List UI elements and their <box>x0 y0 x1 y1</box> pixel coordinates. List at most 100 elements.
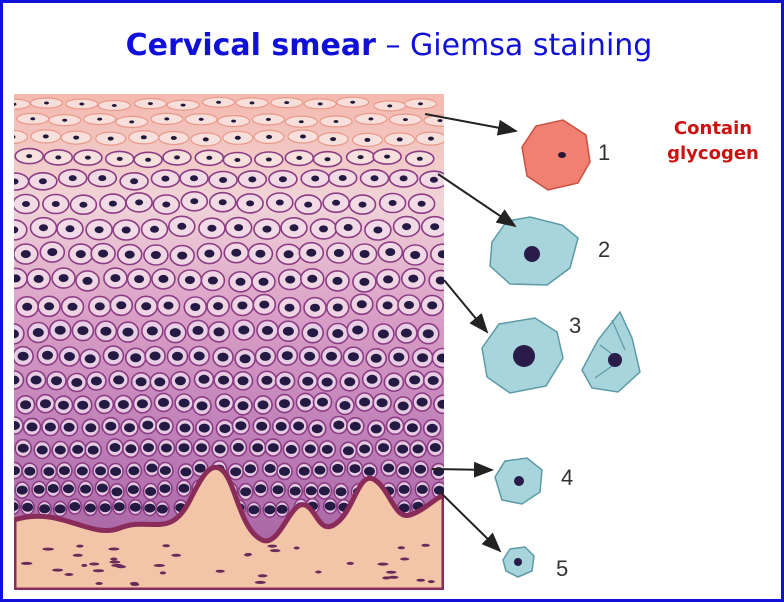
tissue-nucleus <box>284 101 289 104</box>
tissue-nucleus <box>130 353 141 362</box>
tissue-nucleus <box>18 444 29 453</box>
tissue-nucleus <box>72 445 83 454</box>
tissue-nucleus <box>146 464 157 473</box>
tissue-nucleus <box>122 227 131 234</box>
fiber-nucleus <box>76 545 83 548</box>
tissue-nucleus <box>307 275 317 283</box>
fiber-nucleus <box>255 581 266 584</box>
tissue-nucleus <box>344 377 355 386</box>
epithelium-tissue <box>0 94 456 590</box>
tissue-nucleus <box>180 424 191 433</box>
tissue-nucleus <box>397 445 408 454</box>
tissue-nucleus <box>108 137 114 141</box>
glycogen-note: Contain glycogen <box>653 116 773 166</box>
tissue-nucleus <box>79 103 84 106</box>
tissue-nucleus <box>410 251 420 259</box>
tissue-nucleus <box>79 202 87 208</box>
tissue-nucleus <box>266 135 272 139</box>
tissue-nucleus <box>296 156 302 160</box>
tissue-nucleus <box>207 225 216 232</box>
tissue-nucleus <box>85 504 96 513</box>
tissue-nucleus <box>174 155 180 159</box>
tissue-nucleus <box>306 249 316 257</box>
tissue-nucleus <box>98 250 108 258</box>
tissue-nucleus <box>136 377 147 386</box>
tissue-nucleus <box>180 467 191 476</box>
tissue-nucleus <box>148 102 153 105</box>
tissue-nucleus <box>129 120 134 123</box>
tissue-nucleus <box>350 422 361 431</box>
tissue-nucleus <box>389 200 397 206</box>
tissue-nucleus <box>9 421 20 430</box>
tissue-nucleus <box>404 301 414 309</box>
tissue-nucleus <box>199 118 204 121</box>
tissue-nucleus <box>302 377 313 386</box>
tissue-nucleus <box>383 464 394 473</box>
fiber-nucleus <box>216 570 225 573</box>
tissue-nucleus <box>170 328 181 337</box>
tissue-nucleus <box>240 354 251 363</box>
tissue-nucleus <box>307 328 318 337</box>
tissue-nucleus <box>66 225 75 232</box>
fiber-nucleus <box>42 548 54 551</box>
fiber-nucleus <box>110 558 117 561</box>
tissue-nucleus <box>398 466 409 475</box>
fiber-nucleus <box>315 571 321 574</box>
tissue-nucleus <box>273 485 284 494</box>
tissue-nucleus <box>438 250 448 258</box>
tissue-nucleus <box>378 443 389 452</box>
tissue-nucleus <box>259 301 269 309</box>
tissue-nucleus <box>68 303 78 311</box>
tissue-nucleus <box>285 276 295 284</box>
tissue-nucleus <box>352 326 363 335</box>
tissue-nucleus <box>55 446 66 455</box>
tissue-nucleus <box>333 304 343 312</box>
tissue-nucleus <box>350 101 355 104</box>
tissue-nucleus <box>334 120 339 123</box>
tissue-nucleus <box>150 226 159 233</box>
tissue-nucleus <box>206 156 212 160</box>
tissue-nucleus <box>299 120 304 123</box>
tissue-nucleus <box>99 400 110 409</box>
tissue-nucleus <box>196 443 207 452</box>
tissue-nucleus <box>417 157 423 161</box>
tissue-nucleus <box>114 502 125 511</box>
tissue-nucleus <box>423 329 434 338</box>
tissue-nucleus <box>234 224 243 231</box>
tissue-nucleus <box>95 302 105 310</box>
tissue-nucleus <box>161 444 172 453</box>
tissue-nucleus <box>128 485 139 494</box>
tissue-nucleus <box>348 352 359 361</box>
tissue-nucleus <box>164 302 174 310</box>
tissue-nucleus <box>145 487 156 496</box>
tissue-nucleus <box>359 398 370 407</box>
tissue-nucleus <box>359 278 369 286</box>
parabasal-cell-3b <box>582 312 640 392</box>
tissue-nucleus <box>344 224 353 231</box>
tissue-nucleus <box>430 177 438 183</box>
tissue-nucleus <box>190 198 198 204</box>
tissue-nucleus <box>263 226 272 233</box>
tissue-nucleus <box>340 401 351 410</box>
tissue-nucleus <box>279 467 290 476</box>
tissue-nucleus <box>88 446 99 455</box>
tissue-nucleus <box>33 328 44 337</box>
fiber-nucleus <box>131 583 140 586</box>
tissue-cell <box>0 130 28 143</box>
tissue-nucleus <box>371 424 382 433</box>
arrow-4 <box>432 469 492 470</box>
tissue-nucleus <box>349 464 360 473</box>
tissue-nucleus <box>34 485 45 494</box>
tissue-nucleus <box>12 103 17 106</box>
tissue-nucleus <box>299 467 310 476</box>
tissue-nucleus <box>134 275 144 283</box>
tissue-nucleus <box>240 487 251 496</box>
tissue-nucleus <box>185 276 195 284</box>
fiber-nucleus <box>162 544 170 547</box>
glycogen-note-line1: Contain <box>653 116 773 141</box>
tissue-nucleus <box>137 399 148 408</box>
tissue-nucleus <box>409 375 420 384</box>
tissue-nucleus <box>314 466 325 475</box>
tissue-nucleus <box>48 484 59 493</box>
tissue-nucleus <box>235 136 241 140</box>
